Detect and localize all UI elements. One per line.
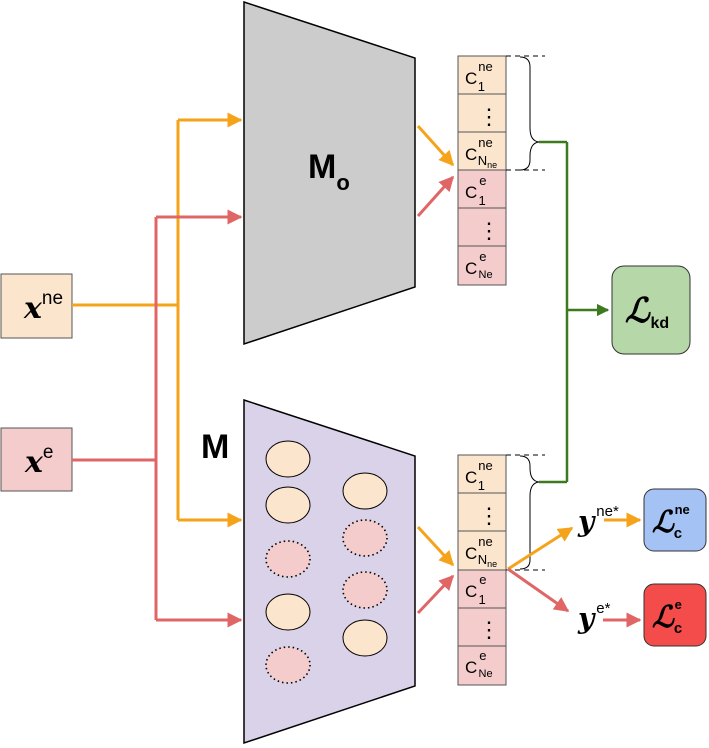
node-new-class	[342, 519, 388, 557]
node-old-class	[342, 619, 388, 657]
bottom-dots-2: ⋮	[478, 617, 500, 642]
input-x-e-label: xe	[24, 442, 53, 480]
loss-kd-label: ℒkd	[625, 291, 669, 332]
old-model-trapezoid	[243, 0, 416, 346]
top-dots-1: ⋮	[478, 104, 500, 129]
loss-kd-box	[611, 265, 691, 355]
old-model-output-arrows	[416, 124, 455, 218]
input-x-ne-label: xne	[23, 288, 63, 326]
loss-c-ne-box	[643, 488, 707, 552]
node-old-class	[265, 486, 311, 524]
node-new-class	[265, 540, 311, 578]
bottom-dots-1: ⋮	[478, 503, 500, 528]
bottom-output-stack	[457, 454, 507, 686]
old-model-label: Mo	[308, 148, 350, 195]
node-old-class	[342, 472, 388, 510]
top-output-stack	[457, 55, 507, 286]
new-model-nodes	[265, 440, 388, 684]
new-model-label: M	[201, 428, 229, 466]
node-old-class	[265, 593, 311, 631]
node-old-class	[265, 440, 311, 478]
node-new-class	[265, 646, 311, 684]
prediction-arrows	[507, 512, 642, 628]
top-dots-2: ⋮	[478, 218, 500, 243]
x-ne-connector	[72, 112, 243, 528]
node-new-class	[342, 571, 388, 609]
dashed-guides	[506, 55, 545, 571]
input-x-e-box	[0, 427, 73, 492]
loss-c-e-box	[643, 583, 707, 647]
top-brace	[519, 56, 540, 171]
x-e-connector	[72, 209, 243, 628]
new-model-output-arrows	[416, 525, 455, 615]
kd-connector	[539, 140, 610, 484]
